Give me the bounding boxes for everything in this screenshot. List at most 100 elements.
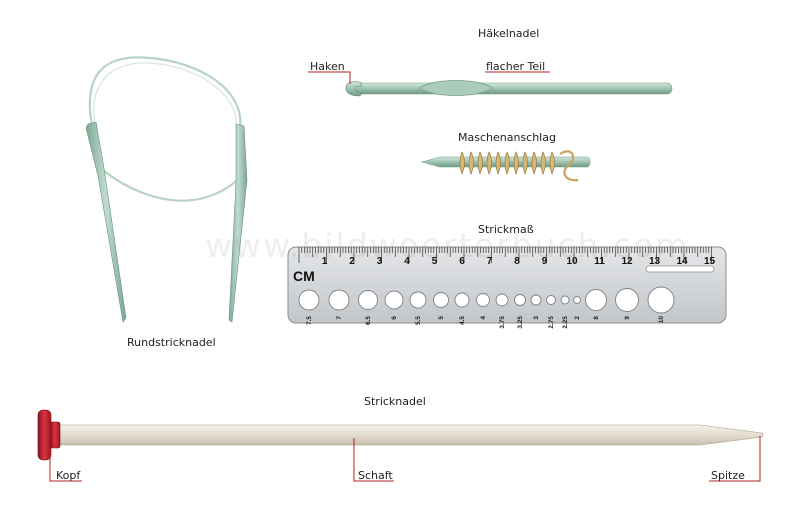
- ruler-number: 6: [459, 256, 465, 267]
- gauge-holes: [298, 286, 675, 314]
- yarn-stitch: [477, 151, 483, 175]
- gauge-hole-label: 8: [593, 316, 600, 320]
- yarn-stitch: [531, 151, 537, 175]
- circular-needle-tip-right: [228, 123, 248, 323]
- gauge-hole: [546, 295, 556, 305]
- gauge-hole: [358, 290, 378, 310]
- circular-needle: [85, 56, 248, 323]
- leader-spitze: [709, 436, 761, 482]
- ruler-number: 13: [649, 256, 661, 267]
- gauge-hole-label: 6: [391, 316, 398, 320]
- leader-lines: [49, 71, 761, 482]
- gauge-hole-label: 4: [480, 316, 487, 320]
- yarn-stitch: [513, 151, 519, 175]
- gauge-hole-label: 5.5: [415, 316, 422, 325]
- label-schaft: Schaft: [358, 469, 393, 482]
- gauge-hole-label: 3.75: [499, 316, 506, 329]
- gauge-hole: [573, 296, 581, 304]
- yarn-stitch: [486, 151, 492, 175]
- gauge-hole: [409, 291, 427, 309]
- gauge-hole: [615, 288, 639, 312]
- crochet-hook-tip: [345, 81, 363, 97]
- gauge-hole: [476, 293, 490, 307]
- circular-needle-tip-left: [85, 121, 127, 323]
- gauge-hole: [530, 294, 542, 306]
- gauge-hole: [384, 290, 404, 310]
- ruler-number: 4: [404, 256, 410, 267]
- leader-haken: [308, 71, 351, 84]
- knitting-needle: [37, 409, 764, 461]
- gauge-hole-label: 4.5: [459, 316, 466, 325]
- ruler-number: 14: [676, 256, 688, 267]
- gauge-hole: [585, 289, 607, 311]
- knitting-needle-collar: [49, 421, 61, 449]
- label-stricknadel: Stricknadel: [364, 395, 426, 408]
- knitting-needle-head: [37, 409, 52, 461]
- ruler-number: 2: [349, 256, 355, 267]
- yarn-stitch: [495, 151, 501, 175]
- ruler-number: 12: [621, 256, 633, 267]
- gauge-hole-label: 2.25: [562, 316, 569, 329]
- label-kopf: Kopf: [56, 469, 81, 482]
- yarn-stitch: [540, 151, 546, 175]
- label-strickmass: Strickmaß: [478, 223, 534, 236]
- yarn-stitch: [504, 151, 510, 175]
- gauge-hole: [514, 294, 526, 306]
- yarn-stitch: [459, 151, 465, 175]
- gauge-hole-label: 9: [624, 316, 631, 320]
- circular-needle-cable: [99, 167, 247, 202]
- knitting-needle-shaft: [57, 424, 764, 446]
- circular-needle-cable: [88, 56, 242, 129]
- gauge-hole: [495, 293, 509, 307]
- gauge-hole: [454, 292, 470, 308]
- ruler-number: 8: [514, 256, 520, 267]
- ruler-ticks: [298, 247, 712, 263]
- ruler-number: 15: [704, 256, 716, 267]
- ruler-number: 11: [594, 256, 605, 267]
- ruler-number: 5: [432, 256, 438, 267]
- ruler-number: 10: [566, 256, 578, 267]
- gauge-hole-label: 3.25: [517, 316, 524, 329]
- label-hakelnadel: Häkelnadel: [478, 27, 540, 40]
- yarn-stitch: [522, 151, 528, 175]
- gauge-hole-label: 7: [336, 316, 343, 320]
- leader-kopf: [49, 448, 82, 482]
- yarn-stitch: [549, 151, 555, 175]
- label-flacher-teil: flacher Teil: [486, 60, 546, 73]
- crochet-hook-flat-part: [419, 80, 493, 96]
- gauge-hole-label: 7.5: [306, 316, 313, 325]
- cast-on-needle: [420, 150, 591, 182]
- gauge-hole-labels: 7.5 7 6.5 6 5.5 5 4.5 4 3.75 3.25 3 2.75 2.25 2 8 9 10: [306, 316, 665, 329]
- leader-schaft: [353, 438, 394, 482]
- gauge-hole-label: 3: [533, 316, 540, 320]
- crochet-hook: [345, 80, 673, 97]
- gauge-hole-label: 2: [574, 316, 581, 320]
- gauge-hole-label: 5: [438, 316, 445, 320]
- gauge-hole: [298, 289, 320, 311]
- gauge-hole: [433, 292, 449, 308]
- gauge-hole-label: 2.75: [548, 316, 555, 329]
- yarn-stitch: [468, 151, 474, 175]
- gauge-unit: CM: [293, 268, 315, 284]
- yarn-stitches: [459, 150, 579, 182]
- gauge-hole: [560, 295, 570, 305]
- label-maschenanschlag: Maschenanschlag: [458, 131, 556, 144]
- gauge-hole-label: 6.5: [365, 316, 372, 325]
- ruler-number: 7: [487, 256, 493, 267]
- circular-needle-cable: [93, 62, 237, 129]
- label-spitze: Spitze: [711, 469, 745, 482]
- ruler-number: 1: [322, 256, 328, 267]
- watermark: www.bildwoerterbuch.com: [205, 226, 690, 265]
- label-haken: Haken: [310, 60, 345, 73]
- ruler-number: 9: [542, 256, 548, 267]
- ruler-number: 3: [377, 256, 383, 267]
- label-rundstricknadel: Rundstricknadel: [127, 336, 216, 349]
- gauge-hole: [647, 286, 675, 314]
- gauge-hole: [328, 289, 350, 311]
- yarn-tail: [559, 150, 579, 182]
- gauge-hole-label: 10: [658, 316, 665, 324]
